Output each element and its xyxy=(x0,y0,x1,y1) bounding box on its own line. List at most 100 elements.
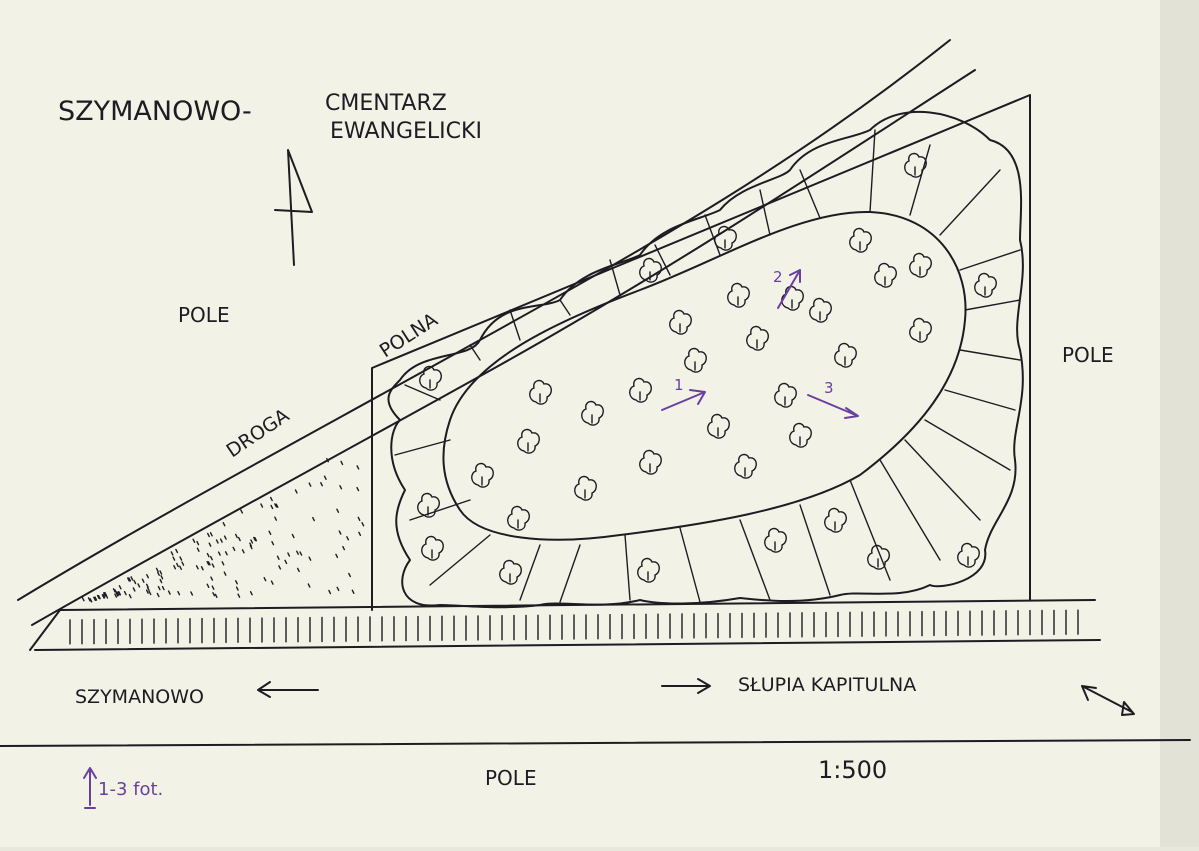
stippled-area xyxy=(81,457,365,603)
stipple-dot xyxy=(200,566,204,571)
stipple-dot xyxy=(361,522,365,527)
stipple-dot xyxy=(81,597,85,602)
stipple-dot xyxy=(93,596,97,602)
stipple-dot xyxy=(342,545,346,551)
stipple-dot xyxy=(223,535,227,540)
photo-point-1: 1 xyxy=(661,376,706,411)
stipple-dot xyxy=(206,583,210,588)
tree-icon xyxy=(957,542,980,568)
radial-line xyxy=(909,144,931,216)
tree-icon xyxy=(781,285,804,311)
stipple-dot xyxy=(209,532,213,537)
label-field-bottom: POLE xyxy=(485,766,537,790)
radial-line xyxy=(624,534,631,601)
tree-icon xyxy=(637,557,660,583)
tree-icon xyxy=(639,449,662,475)
stipple-dot xyxy=(346,536,350,541)
stipple-dot xyxy=(291,533,295,539)
stipple-dot xyxy=(224,551,228,556)
stipple-dot xyxy=(133,579,137,585)
trees xyxy=(417,152,997,585)
stipple-dot xyxy=(190,591,194,596)
stipple-dot xyxy=(211,585,215,590)
north-arrow-icon xyxy=(274,149,313,266)
radial-line xyxy=(609,259,621,296)
stipple-dot xyxy=(130,576,134,581)
label-dest-right: SŁUPIA KAPITULNA xyxy=(738,674,916,696)
stipple-dot xyxy=(237,536,241,542)
stipple-dot xyxy=(357,516,361,522)
stipple-dot xyxy=(179,565,183,570)
stipple-dot xyxy=(235,586,239,591)
stipple-dot xyxy=(159,578,163,584)
stipple-dot xyxy=(114,593,118,598)
road-edge-lower xyxy=(31,69,976,626)
tree-icon xyxy=(849,227,872,253)
tree-icon xyxy=(809,297,832,323)
stipple-dot xyxy=(249,544,253,550)
stipple-dot xyxy=(275,503,279,508)
label-dest-left: SZYMANOWO xyxy=(75,686,204,708)
stipple-dot xyxy=(137,583,141,588)
stipple-dot xyxy=(192,538,196,544)
stipple-dot xyxy=(356,465,360,470)
radial-line xyxy=(519,544,541,601)
stipple-dot xyxy=(328,589,332,595)
arrow-left-icon xyxy=(257,681,319,698)
tree-icon xyxy=(974,272,997,298)
radial-line xyxy=(409,499,471,521)
tree-icon xyxy=(746,325,769,351)
cemetery-enclosure xyxy=(371,94,1031,611)
radial-line xyxy=(509,309,521,341)
stipple-dot xyxy=(336,586,340,592)
boundary-line xyxy=(0,739,1191,747)
stipple-dot xyxy=(89,598,93,603)
photo-point-1-label: 1 xyxy=(674,376,684,394)
stipple-dot xyxy=(160,575,164,580)
stipple-dot xyxy=(232,546,236,552)
stipple-dot xyxy=(155,567,159,573)
direction-arrow-icon xyxy=(1081,685,1135,716)
radial-line xyxy=(759,189,771,236)
stipple-dot xyxy=(254,536,258,542)
stipple-dot xyxy=(97,594,101,600)
tree-icon xyxy=(707,413,730,439)
paper-margin xyxy=(1160,0,1199,847)
stipple-dot xyxy=(270,504,274,510)
stipple-dot xyxy=(323,475,327,480)
stipple-dot xyxy=(260,503,264,508)
stipple-dot xyxy=(339,485,343,490)
stipple-dot xyxy=(145,583,149,589)
label-field-right: POLE xyxy=(1062,343,1114,367)
radial-line xyxy=(959,249,1021,271)
stipple-dot xyxy=(115,592,119,597)
stipple-dot xyxy=(351,589,355,594)
tree-icon xyxy=(574,475,597,501)
stipple-dot xyxy=(112,588,116,593)
stipple-dot xyxy=(237,593,241,598)
radial-line xyxy=(469,344,481,361)
arrow-right-icon xyxy=(661,678,711,694)
photo-direction-icon xyxy=(83,767,97,809)
stipple-dot xyxy=(196,547,200,552)
stipple-dot xyxy=(263,576,267,582)
stipple-dot xyxy=(128,594,132,599)
stipple-dot xyxy=(118,585,122,590)
tree-icon xyxy=(874,262,897,288)
stipple-dot xyxy=(156,592,160,598)
tree-icon xyxy=(417,492,440,518)
stipple-dot xyxy=(96,594,100,600)
stipple-dot xyxy=(195,565,199,570)
tree-icon xyxy=(824,507,847,533)
tree-icon xyxy=(909,252,932,278)
tree-icon xyxy=(629,377,652,403)
stipple-dot xyxy=(157,571,160,576)
stipple-dot xyxy=(210,555,213,561)
radial-line xyxy=(559,299,571,316)
stipple-dot xyxy=(210,576,214,581)
subtitle-line1: CMENTARZ xyxy=(325,91,447,116)
stipple-dot xyxy=(176,562,179,568)
stipple-dot xyxy=(326,457,330,463)
stipple-dot xyxy=(101,594,105,599)
tree-icon xyxy=(789,422,812,448)
